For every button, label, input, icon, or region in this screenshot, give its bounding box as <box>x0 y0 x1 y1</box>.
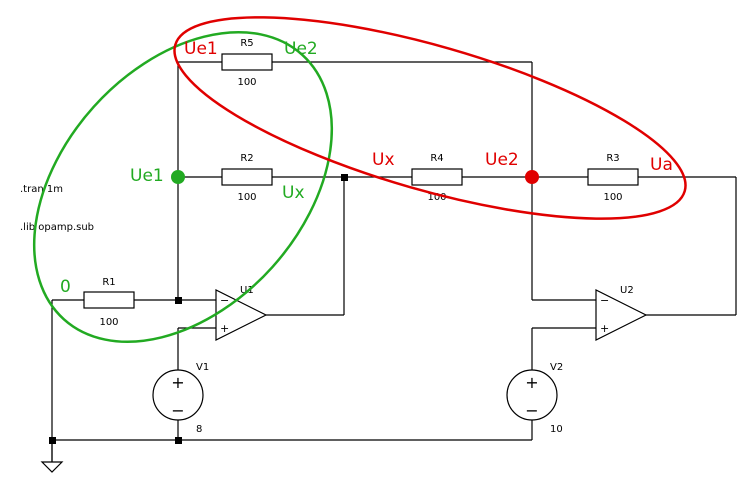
wires <box>51 61 737 462</box>
v1-value: 8 <box>196 424 202 435</box>
r5-name: R5 <box>240 38 253 49</box>
label-ue2-red: Ue2 <box>485 150 519 170</box>
v1-name: V1 <box>196 362 209 373</box>
opamp-u1[interactable]: − + U1 <box>215 285 268 341</box>
label-ux-red: Ux <box>372 150 395 170</box>
junction-dot <box>175 297 182 304</box>
label-ue1-green: Ue1 <box>130 166 164 186</box>
r5-value: 100 <box>237 77 256 88</box>
junction-dot <box>341 174 348 181</box>
ground-symbol <box>40 440 64 473</box>
label-ue1-red: Ue1 <box>184 39 218 59</box>
u1-plus-sign: + <box>220 322 229 335</box>
r4-value: 100 <box>427 192 446 203</box>
r3-value: 100 <box>603 192 622 203</box>
r4-name: R4 <box>430 153 443 164</box>
resistor-r5[interactable]: R5 100 <box>221 38 273 88</box>
junction-dot <box>49 437 56 444</box>
v2-plus-sign: + <box>525 373 538 392</box>
label-ua-red: Ua <box>650 155 673 175</box>
v1-minus-sign: − <box>171 401 184 420</box>
u1-minus-sign: − <box>220 294 229 307</box>
directive-tran[interactable]: .tran 1m <box>20 184 63 195</box>
u2-name: U2 <box>620 285 634 296</box>
u2-minus-sign: − <box>600 294 609 307</box>
v1-plus-sign: + <box>171 373 184 392</box>
v2-value: 10 <box>550 424 563 435</box>
opamp-u2[interactable]: − + U2 <box>595 285 648 341</box>
directive-lib[interactable]: .lib opamp.sub <box>20 222 94 233</box>
junctions <box>49 174 348 444</box>
junction-dot <box>175 437 182 444</box>
label-zero-green: 0 <box>60 277 71 297</box>
label-ux-green: Ux <box>282 183 305 203</box>
r2-name: R2 <box>240 153 253 164</box>
resistor-r2[interactable]: R2 100 <box>221 153 273 203</box>
r2-value: 100 <box>237 192 256 203</box>
v2-minus-sign: − <box>525 401 538 420</box>
voltage-source-v1[interactable]: + − V1 8 <box>152 362 209 435</box>
resistor-r3[interactable]: R3 100 <box>587 153 639 203</box>
red-ellipse <box>173 16 687 220</box>
resistor-r1[interactable]: R1 100 <box>83 277 135 328</box>
v2-name: V2 <box>550 362 563 373</box>
node-ue1-green-dot <box>171 170 185 184</box>
voltage-source-v2[interactable]: + − V2 10 <box>506 362 563 435</box>
u2-plus-sign: + <box>600 322 609 335</box>
resistor-r4[interactable]: R4 100 <box>411 153 463 203</box>
node-ue2-red-dot <box>525 170 539 184</box>
green-ellipse <box>32 31 334 343</box>
label-ue2-green: Ue2 <box>284 39 318 59</box>
r1-value: 100 <box>99 317 118 328</box>
r1-name: R1 <box>102 277 115 288</box>
r3-name: R3 <box>606 153 619 164</box>
